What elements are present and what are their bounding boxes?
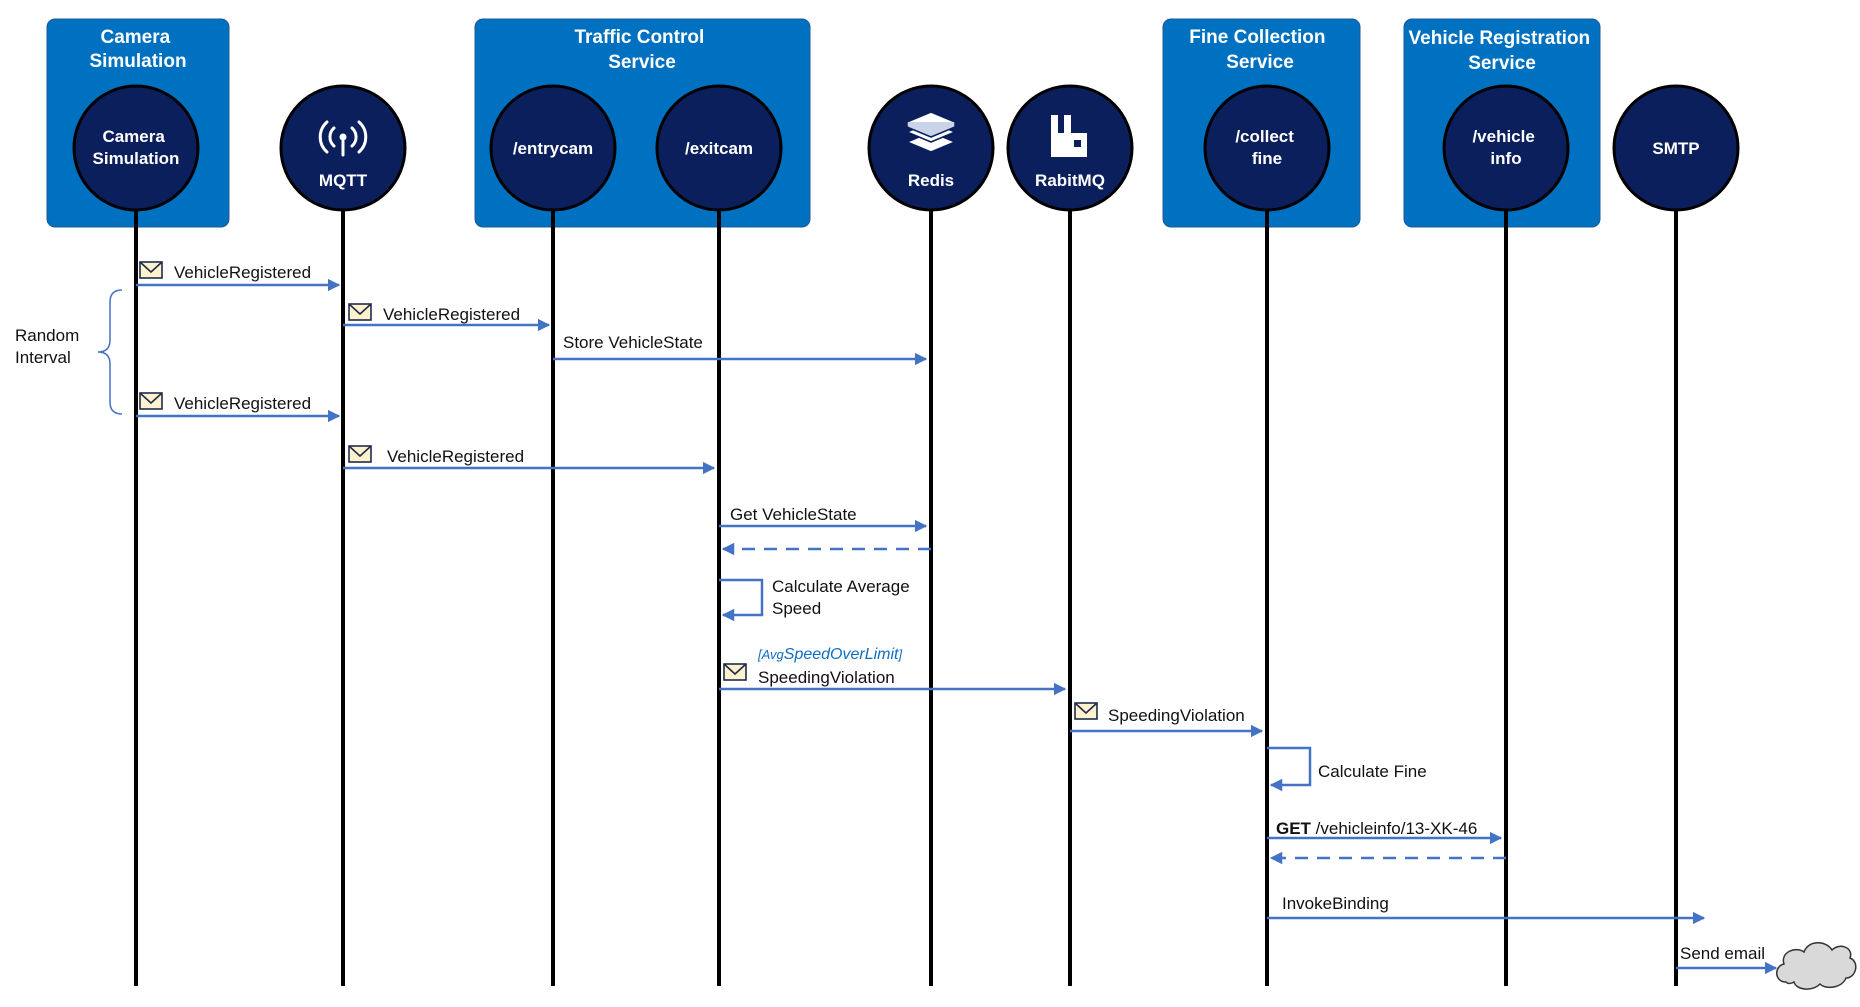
message-label-m8: SpeedingViolation — [758, 668, 895, 687]
self-arrow-m10 — [1267, 746, 1312, 792]
random-interval-bracket — [97, 289, 123, 415]
message-label-m12: InvokeBinding — [1282, 894, 1389, 913]
envelope-icon — [723, 663, 747, 681]
envelope-icon — [139, 392, 163, 410]
group-title-traffic: Traffic Control Service — [574, 27, 709, 73]
participant-camera-simulation — [72, 84, 200, 212]
group-title-fine: Fine Collection Service — [1189, 27, 1330, 73]
participant-label-redis: Redis — [908, 171, 954, 190]
participant-entrycam — [489, 84, 617, 212]
antenna-icon — [318, 120, 368, 157]
message-label-m13: Send email — [1680, 944, 1765, 963]
self-arrow-m7 — [719, 578, 764, 622]
message-label-m4: VehicleRegistered — [174, 394, 311, 413]
message-label-m10: Calculate Fine — [1318, 762, 1427, 781]
message-label-m9: SpeedingViolation — [1108, 706, 1245, 725]
participant-label-mqtt: MQTT — [319, 171, 368, 190]
group-title-vehicle: Vehicle Registration Service — [1409, 28, 1596, 74]
message-label-m1: VehicleRegistered — [174, 263, 311, 282]
redis-stack-icon — [905, 111, 957, 153]
envelope-icon — [348, 445, 372, 463]
envelope-icon — [1074, 702, 1098, 720]
participant-exitcam — [655, 84, 783, 212]
random-interval-label: Random Interval — [15, 326, 84, 367]
group-title-camera: Camera Simulation — [89, 27, 186, 72]
participant-collect-fine — [1203, 84, 1331, 212]
participant-label-vehicleinfo: /vehicle info — [1472, 127, 1539, 168]
envelope-icon — [139, 261, 163, 279]
participant-label-exitcam: /exitcam — [685, 139, 753, 158]
participant-label-collect-fine: /collect fine — [1235, 127, 1298, 168]
participant-label-smtp: SMTP — [1652, 139, 1699, 158]
participant-label-entrycam: /entrycam — [513, 139, 593, 158]
participant-smtp — [1612, 84, 1740, 212]
participant-label-camera: Camera Simulation — [93, 127, 180, 168]
message-label-m7: Calculate Average Speed — [772, 577, 914, 618]
participant-label-rabbitmq: RabitMQ — [1035, 171, 1105, 190]
guard-condition-m8: [AvgSpeedOverLimit] — [757, 646, 903, 663]
rabbitmq-icon — [1051, 115, 1087, 157]
message-label-m2: VehicleRegistered — [383, 305, 520, 324]
message-label-m11: GET /vehicleinfo/13-XK-46 — [1276, 819, 1477, 838]
lifelines — [134, 148, 1678, 986]
message-label-m6: Get VehicleState — [730, 505, 857, 524]
message-label-m3: Store VehicleState — [563, 333, 703, 352]
envelope-icon — [348, 303, 372, 321]
participant-vehicleinfo — [1442, 84, 1570, 212]
cloud-icon — [1776, 942, 1857, 990]
message-label-m5: VehicleRegistered — [387, 447, 524, 466]
